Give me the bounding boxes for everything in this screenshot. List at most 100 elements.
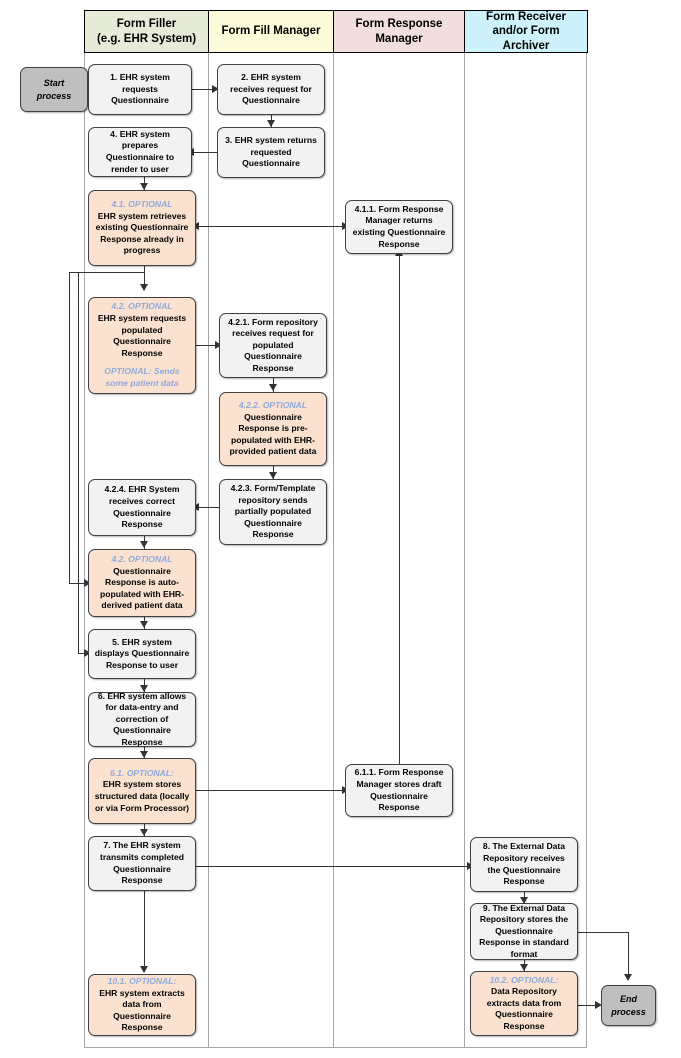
lane-divider-3 (464, 10, 465, 1048)
node-8-external-repository-receives-response[interactable]: 8. The External Data Repository receives… (470, 837, 578, 892)
node-4-2-4-ehr-receives-correct-response[interactable]: 4.2.4. EHR System receives correct Quest… (88, 479, 196, 536)
lane-divider-2 (333, 10, 334, 1048)
end-process-line2: process (611, 1006, 646, 1017)
lane-header-form-fill-manager: Form Fill Manager (208, 10, 334, 53)
arrowhead-9-to-end (624, 974, 632, 981)
node-5-ehr-displays-response[interactable]: 5. EHR system displays Questionnaire Res… (88, 629, 196, 679)
arrowhead-42-to-421 (215, 341, 222, 349)
connector-loop-b-vertical (78, 272, 80, 653)
node-6-ehr-allows-data-entry[interactable]: 6. EHR system allows for data-entry and … (88, 690, 196, 747)
node-10-2-tag: 10.2. OPTIONAL: (489, 974, 559, 985)
node-4-2-optional-request-populated-response[interactable]: 4.2. OPTIONAL EHR system requests popula… (88, 297, 196, 394)
node-7-ehr-transmits-completed-response[interactable]: 7. The EHR system transmits completed Qu… (88, 836, 196, 891)
node-4-ehr-prepares-questionnaire[interactable]: 4. EHR system prepares Questionnaire to … (88, 127, 192, 177)
lane-header-form-fill-manager-label: Form Fill Manager (221, 25, 321, 38)
node-6-1-optional-ehr-stores-structured-data[interactable]: 6.1. OPTIONAL: EHR system stores structu… (88, 758, 196, 824)
node-1-ehr-requests-questionnaire[interactable]: 1. EHR system requests Questionnaire (88, 64, 192, 115)
connector-9-to-end-vertical (628, 932, 630, 977)
arrowhead-8-to-9 (520, 897, 528, 904)
arrowhead-41-to-42 (140, 284, 148, 291)
node-4-2-2-tag: 4.2.2. OPTIONAL (238, 400, 308, 411)
connector-102-to-end (576, 1005, 597, 1007)
end-process-terminal[interactable]: End process (601, 985, 656, 1026)
node-8-label: 8. The External Data Repository receives… (482, 841, 566, 887)
lane-header-form-filler-line1: Form Filler (116, 18, 177, 31)
arrowhead-loop-a-42auto (84, 579, 91, 587)
arrowhead-loop-b-5 (84, 649, 91, 657)
lane-header-form-response-manager-line2: Manager (375, 32, 423, 45)
arrowhead-5-to-6 (140, 685, 148, 692)
node-4-2-3-repository-sends-partially-populated[interactable]: 4.2.3. Form/Template repository sends pa… (219, 479, 327, 545)
node-10-2-label: Data Repository extracts data from Quest… (486, 986, 562, 1031)
node-10-1-tag: 10.1. OPTIONAL: (107, 976, 177, 987)
connector-41-to-411 (196, 226, 344, 228)
arrowhead-61-to-7 (140, 829, 148, 836)
node-10-1-optional-ehr-extracts-data[interactable]: 10.1. OPTIONAL: EHR system extracts data… (88, 974, 196, 1036)
node-1-label: 1. EHR system requests Questionnaire (110, 72, 170, 106)
lane-header-form-response-manager-line1: Form Response (355, 18, 443, 31)
arrowhead-1-to-2 (212, 85, 219, 93)
node-6-label: 6. EHR system allows for data-entry and … (97, 690, 187, 747)
node-6-1-1-label: 6.1.1. Form Response Manager stores draf… (354, 767, 444, 813)
node-3-returns-requested-questionnaire[interactable]: 3. EHR system returns requested Question… (217, 127, 325, 178)
node-10-2-optional-repository-extracts-data[interactable]: 10.2. OPTIONAL: Data Repository extracts… (470, 971, 578, 1036)
connector-loop-b-into-5 (78, 653, 86, 655)
node-9-external-repository-stores-response[interactable]: 9. The External Data Repository stores t… (470, 903, 578, 960)
lane-divider-1 (208, 10, 209, 1048)
lane-header-form-receiver-line1: Form Receiver (486, 10, 566, 23)
node-4-2-1-repository-receives-request[interactable]: 4.2.1. Form repository receives request … (219, 313, 327, 378)
start-process-terminal[interactable]: Start process (20, 67, 88, 112)
node-6-1-1-frm-stores-draft-response[interactable]: 6.1.1. Form Response Manager stores draf… (345, 764, 453, 817)
node-4-2-optional-auto-populated-response[interactable]: 4.2. OPTIONAL Questionnaire Response is … (88, 549, 196, 617)
connector-423-to-424 (196, 507, 229, 509)
connector-41-to-42 (144, 265, 146, 290)
connector-7-to-8 (196, 866, 469, 868)
arrowhead-421-to-422 (269, 384, 277, 391)
connector-9-to-end-horizontal (576, 932, 629, 934)
arrowhead-6-to-61 (140, 751, 148, 758)
node-4-1-1-frm-returns-existing-response[interactable]: 4.1.1. Form Response Manager returns exi… (345, 200, 453, 254)
node-4-2-auto-label: Questionnaire Response is auto-populated… (99, 565, 185, 611)
node-4-2-4-label: 4.2.4. EHR System receives correct Quest… (104, 484, 180, 530)
connector-loop-a-top (69, 272, 145, 274)
connector-3-to-4 (191, 152, 229, 154)
lane-header-form-filler: Form Filler (e.g. EHR System) (84, 10, 209, 53)
start-process-line2: process (36, 90, 72, 101)
connector-loop-a-vertical (69, 272, 71, 583)
node-4-2-note: OPTIONAL: Sends some patient data (104, 366, 180, 388)
node-2-receives-request-for-questionnaire[interactable]: 2. EHR system receives request for Quest… (217, 64, 325, 115)
node-4-2-2-optional-response-pre-populated[interactable]: 4.2.2. OPTIONAL Questionnaire Response i… (219, 392, 327, 466)
node-5-label: 5. EHR system displays Questionnaire Res… (94, 636, 190, 670)
arrowhead-42auto-to-5 (140, 621, 148, 628)
connector-611-to-411 (399, 254, 401, 764)
connector-61-to-611 (196, 790, 344, 792)
node-10-1-label: EHR system extracts data from Questionna… (99, 987, 185, 1033)
node-3-label: 3. EHR system returns requested Question… (225, 135, 317, 169)
node-4-2-3-label: 4.2.3. Form/Template repository sends pa… (230, 483, 316, 540)
node-4-1-tag: 4.1. OPTIONAL (111, 199, 173, 210)
arrowhead-424-to-42auto (140, 541, 148, 548)
node-4-1-optional-retrieve-existing-response[interactable]: 4.1. OPTIONAL EHR system retrieves exist… (88, 190, 196, 266)
connector-42-to-421 (196, 345, 217, 347)
node-4-2-tag: 4.2. OPTIONAL (111, 301, 173, 312)
node-6-1-tag: 6.1. OPTIONAL: (110, 767, 174, 778)
node-4-2-1-label: 4.2.1. Form repository receives request … (228, 316, 318, 373)
lane-header-form-receiver: Form Receiver and/or Form Archiver (464, 10, 588, 53)
connector-loop-a-into-42auto (69, 583, 85, 585)
node-4-label: 4. EHR system prepares Questionnaire to … (105, 128, 175, 174)
lane-header-form-response-manager: Form Response Manager (333, 10, 465, 53)
node-6-1-label: EHR system stores structured data (local… (94, 779, 190, 813)
node-4-2-2-label: Questionnaire Response is pre-populated … (229, 411, 317, 457)
connector-7-to-101 (144, 891, 146, 972)
arrowhead-422-to-423 (269, 472, 277, 479)
arrowhead-9-to-102 (520, 964, 528, 971)
arrowhead-2-to-3 (267, 120, 275, 127)
node-4-1-1-label: 4.1.1. Form Response Manager returns exi… (352, 203, 446, 249)
arrowhead-7-to-101 (140, 966, 148, 973)
arrowhead-4-to-41 (140, 183, 148, 190)
start-process-line1: Start (43, 78, 65, 89)
node-7-label: 7. The EHR system transmits completed Qu… (99, 840, 185, 886)
arrowhead-102-to-end (595, 1001, 602, 1009)
lane-header-form-receiver-line2: and/or Form Archiver (492, 25, 560, 52)
